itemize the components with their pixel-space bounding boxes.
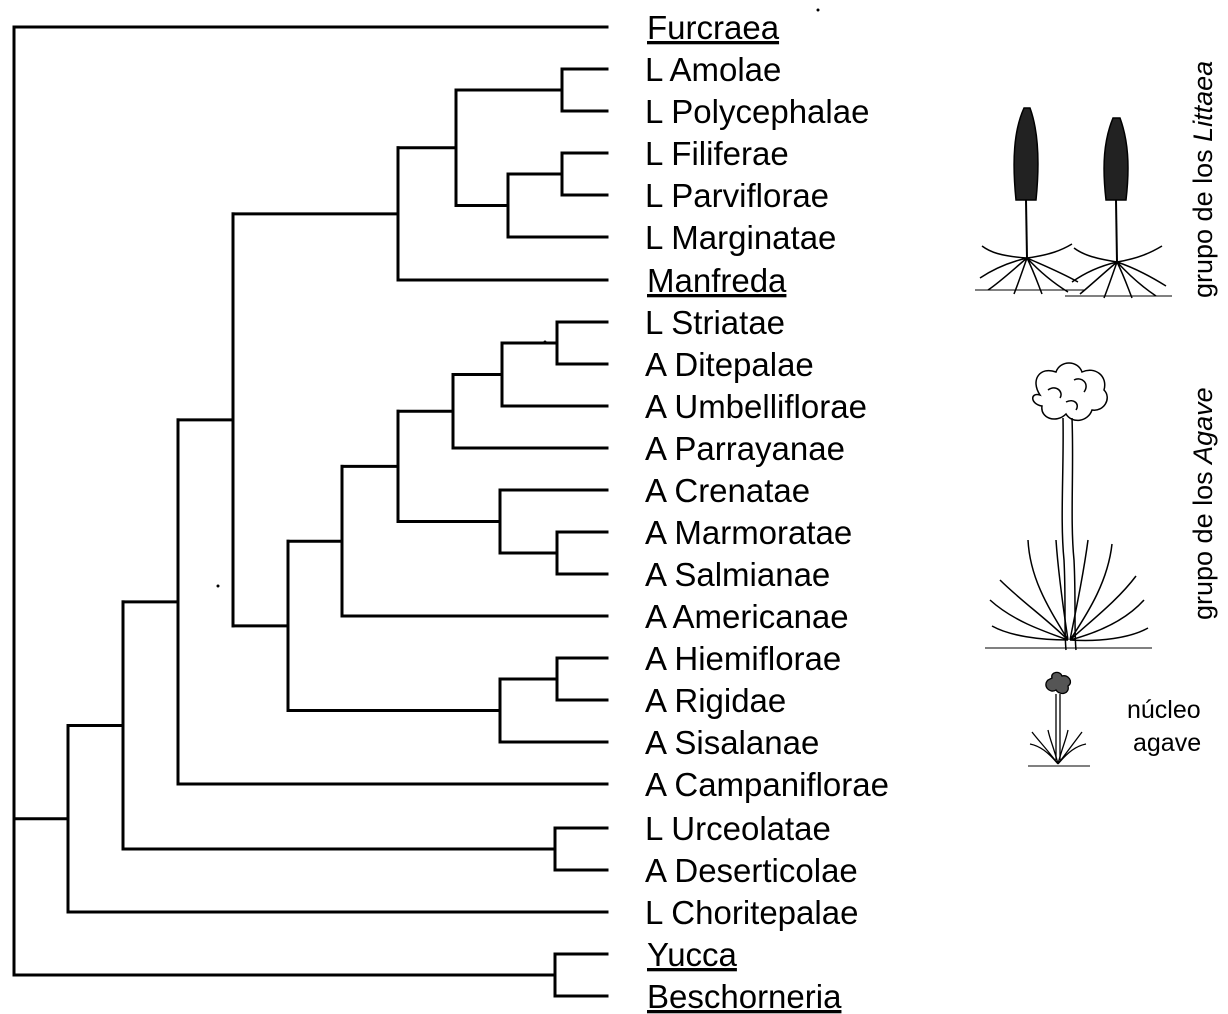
littaea-plant-illustration	[975, 108, 1172, 298]
nucleo-label-line2: agave	[1133, 729, 1201, 757]
taxon-label: A Salmianae	[645, 556, 830, 593]
nucleo-label-line1: núcleo	[1127, 696, 1201, 724]
taxon-label: A Parrayanae	[645, 430, 845, 467]
taxon-label: L Polycephalae	[645, 93, 869, 130]
taxon-label: L Amolae	[645, 51, 781, 88]
taxon-label: Yucca	[647, 936, 738, 973]
taxon-label: A Ditepalae	[645, 346, 814, 383]
speck	[217, 585, 220, 588]
taxon-label: A Marmoratae	[645, 514, 852, 551]
taxon-label: Beschorneria	[647, 978, 842, 1014]
taxon-label: A Umbelliflorae	[645, 388, 867, 425]
taxon-label: A Crenatae	[645, 472, 810, 509]
littaea-group-label: grupo de los Littaea	[1188, 61, 1218, 298]
taxon-label: L Choritepalae	[645, 894, 858, 931]
speck	[544, 341, 547, 344]
taxon-label: A Americanae	[645, 598, 849, 635]
taxon-label: Furcraea	[647, 9, 780, 46]
taxon-label: L Striatae	[645, 304, 785, 341]
agave-group-label: grupo de los Agave	[1188, 387, 1218, 620]
taxon-label: A Campaniflorae	[645, 766, 889, 803]
agave-plant-illustration	[985, 363, 1152, 650]
small-agave-illustration	[1028, 672, 1090, 766]
taxon-label: A Rigidae	[645, 682, 786, 719]
taxon-labels: Furcraea L Amolae L Polycephalae L Filifera…	[645, 9, 889, 1014]
taxon-label: A Deserticolae	[645, 852, 858, 889]
speck	[817, 9, 820, 12]
taxon-label: L Marginatae	[645, 219, 836, 256]
tree-branches	[14, 27, 607, 996]
taxon-label: A Sisalanae	[645, 724, 819, 761]
taxon-label: Manfreda	[647, 262, 787, 299]
taxon-label: L Filiferae	[645, 135, 789, 172]
taxon-label: L Parviflorae	[645, 177, 829, 214]
taxon-label: L Urceolatae	[645, 810, 831, 847]
taxon-label: A Hiemiflorae	[645, 640, 841, 677]
